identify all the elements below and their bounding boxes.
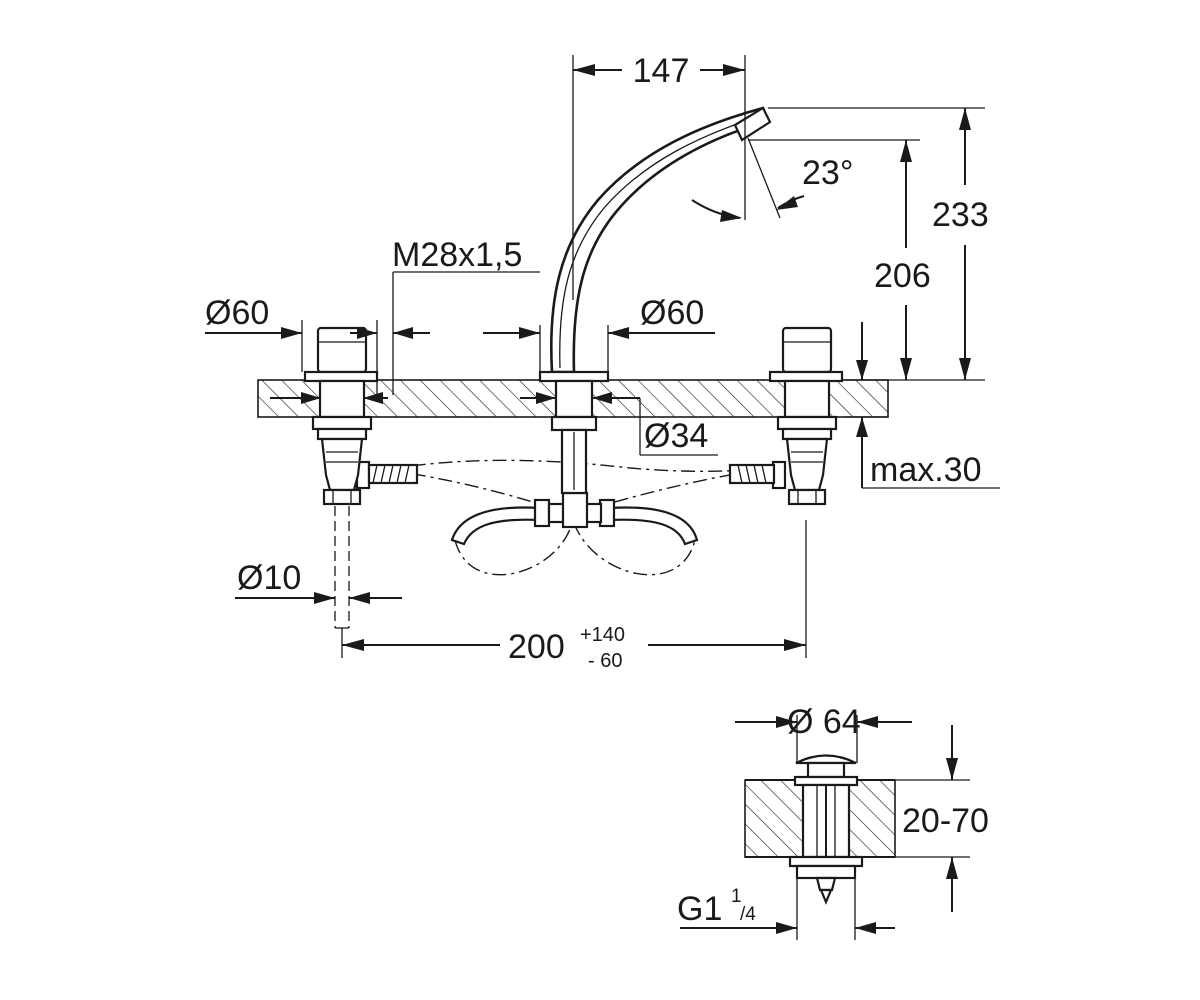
label-total-height: 233 bbox=[932, 196, 989, 234]
hose-assembly bbox=[355, 459, 787, 576]
label-drain-cap-diameter: Ø 64 bbox=[787, 703, 861, 741]
spout-tee-block bbox=[561, 491, 589, 529]
label-drain-thread: G1 bbox=[677, 890, 722, 928]
hose-loop-lower bbox=[454, 517, 696, 576]
spout bbox=[538, 106, 772, 495]
label-thread: M28x1,5 bbox=[392, 236, 522, 274]
label-drain-thread-numerator: 1 bbox=[731, 886, 742, 907]
left-valve bbox=[303, 326, 379, 506]
hose-right-route bbox=[572, 469, 761, 516]
right-valve-body bbox=[785, 437, 829, 492]
left-valve-body bbox=[320, 437, 364, 492]
left-flex-hose bbox=[450, 506, 542, 546]
label-center-distance-plus: +140 bbox=[580, 624, 625, 646]
right-handle bbox=[781, 326, 833, 374]
label-drain-thread-denominator: /4 bbox=[740, 904, 756, 925]
right-flex-hose bbox=[608, 506, 699, 546]
label-spout-base-diameter: Ø60 bbox=[640, 294, 704, 332]
right-escutcheon bbox=[768, 370, 844, 383]
left-valve-nipple bbox=[355, 460, 419, 490]
right-valve-nipple bbox=[728, 460, 787, 490]
drain-dimension-lines bbox=[680, 715, 970, 940]
drain-cap bbox=[795, 754, 857, 765]
label-drain-deck-range: 20-70 bbox=[902, 802, 989, 840]
left-escutcheon bbox=[303, 370, 379, 383]
hose-centerline-top bbox=[384, 459, 761, 473]
drain-nut bbox=[788, 855, 864, 868]
drain-assembly bbox=[744, 754, 896, 905]
label-spout-angle: 23° bbox=[802, 154, 853, 192]
tee-nut-left bbox=[533, 498, 551, 528]
drain-flange bbox=[793, 775, 859, 787]
label-center-distance-minus: - 60 bbox=[588, 650, 622, 672]
label-handle-diameter: Ø60 bbox=[205, 294, 269, 332]
label-spout-reach: 147 bbox=[633, 52, 690, 90]
label-supply-diameter: Ø10 bbox=[237, 559, 301, 597]
label-outlet-height: 206 bbox=[874, 257, 931, 295]
label-center-distance: 200 bbox=[508, 628, 565, 666]
dimension-labels: 147 23° 233 206 M28x1,5 Ø60 Ø60 Ø34 max.… bbox=[205, 52, 989, 928]
dimension-lines bbox=[205, 55, 1000, 658]
label-hole-diameter: Ø34 bbox=[644, 417, 708, 455]
label-max-deck-thickness: max.30 bbox=[870, 451, 982, 489]
supply-pipe bbox=[334, 506, 350, 629]
spout-aerator bbox=[733, 106, 772, 142]
spout-escutcheon bbox=[538, 370, 610, 383]
right-valve bbox=[768, 326, 844, 506]
